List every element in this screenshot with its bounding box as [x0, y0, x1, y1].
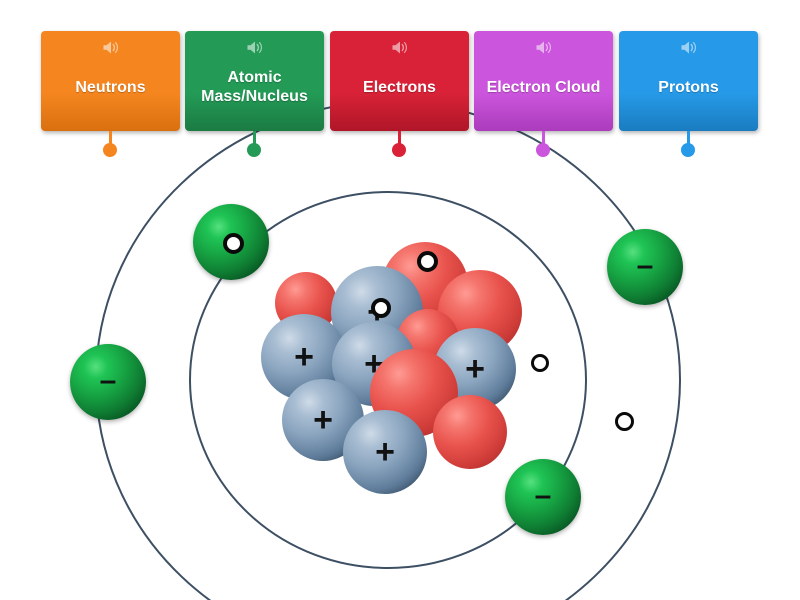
minus-sign-icon: –	[534, 478, 552, 512]
hotspot-electron-cloud[interactable]	[614, 411, 634, 431]
connector-stem-protons	[686, 131, 690, 145]
speaker-icon[interactable]	[680, 40, 698, 55]
label-card-text-electrons: Electrons	[363, 78, 436, 96]
connector-dot-electrons[interactable]	[392, 143, 406, 157]
connector-dot-electron-cloud[interactable]	[536, 143, 550, 157]
connector-dot-protons[interactable]	[681, 143, 695, 157]
minus-sign-icon: –	[636, 248, 654, 282]
label-card-protons[interactable]: Protons	[619, 31, 758, 131]
speaker-icon[interactable]	[246, 40, 264, 55]
connector-stem-electron-cloud	[541, 131, 545, 145]
electron-left[interactable]: –	[70, 344, 146, 420]
label-card-text-electron-cloud: Electron Cloud	[486, 78, 601, 96]
electron-right[interactable]: –	[607, 229, 683, 305]
minus-sign-icon: –	[99, 363, 117, 397]
speaker-icon[interactable]	[102, 40, 120, 55]
label-card-text-neutrons: Neutrons	[75, 78, 146, 96]
plus-sign-icon: +	[465, 350, 485, 388]
connector-stem-atomic-mass-nucleus	[252, 131, 256, 145]
label-card-atomic-mass-nucleus[interactable]: Atomic Mass/Nucleus	[185, 31, 324, 131]
hotspot-electron[interactable]	[222, 232, 244, 254]
inner-orbit	[189, 191, 587, 569]
label-card-electron-cloud[interactable]: Electron Cloud	[474, 31, 613, 131]
connector-dot-neutrons[interactable]	[103, 143, 117, 157]
proton-6[interactable]: +	[343, 410, 427, 494]
connector-stem-neutrons	[108, 131, 112, 145]
electron-lower-right[interactable]: –	[505, 459, 581, 535]
label-card-text-atomic-mass-nucleus: Atomic Mass/Nucleus	[201, 69, 308, 105]
label-card-electrons[interactable]: Electrons	[330, 31, 469, 131]
speaker-icon[interactable]	[391, 40, 409, 55]
hotspot-nucleus-edge[interactable]	[531, 354, 549, 372]
plus-sign-icon: +	[375, 433, 395, 471]
hotspot-neutron[interactable]	[416, 250, 438, 272]
neutron-6[interactable]	[433, 395, 507, 469]
label-card-neutrons[interactable]: Neutrons	[41, 31, 180, 131]
hotspot-proton[interactable]	[371, 298, 391, 318]
plus-sign-icon: +	[294, 338, 314, 376]
plus-sign-icon: +	[313, 401, 333, 439]
connector-dot-atomic-mass-nucleus[interactable]	[247, 143, 261, 157]
connector-stem-electrons	[397, 131, 401, 145]
label-card-text-protons: Protons	[658, 78, 719, 96]
speaker-icon[interactable]	[535, 40, 553, 55]
